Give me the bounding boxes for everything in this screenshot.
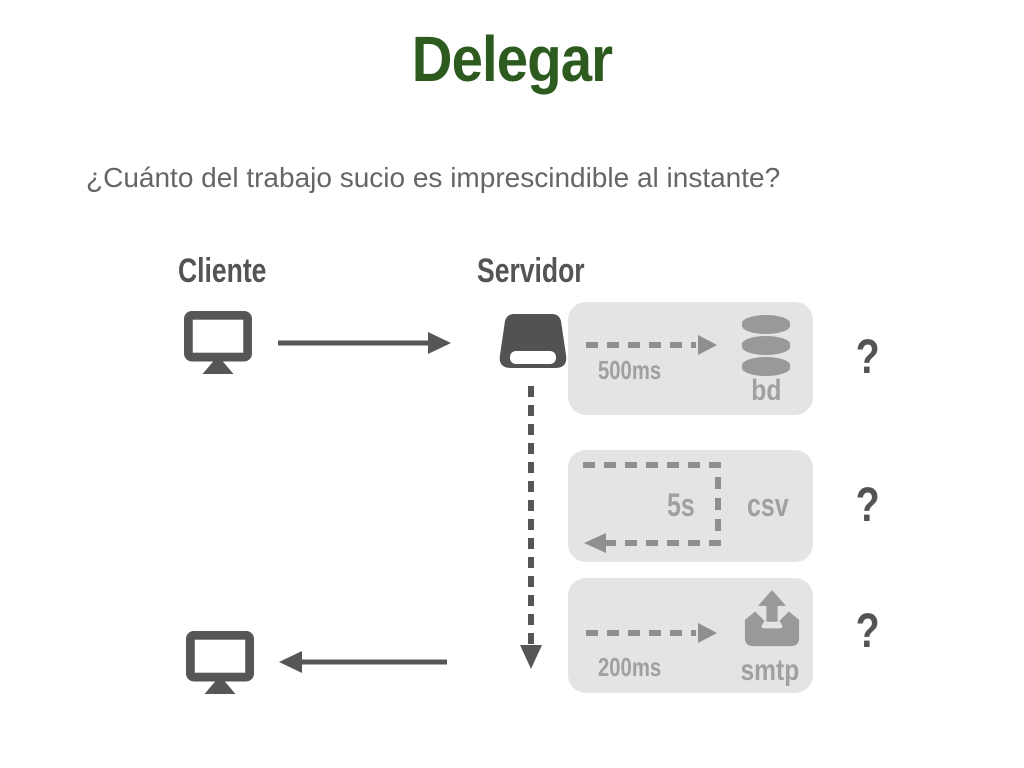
server-response-dashed-arrow [520, 386, 542, 669]
client-monitor-icon [186, 630, 254, 695]
dashed-right-arrow-icon [586, 335, 717, 355]
database-icon [742, 315, 790, 376]
task-time-label: 500ms [598, 355, 662, 385]
task-box-database: 500ms bd [568, 302, 813, 415]
task-time-label: 200ms [598, 652, 662, 682]
task-box-smtp: 200ms smtp [568, 578, 813, 693]
dashed-right-arrow-icon [586, 623, 717, 643]
client-column-label: Cliente [178, 252, 291, 291]
slide-title: Delegar [411, 23, 613, 95]
server-column-label: Servidor [477, 252, 615, 291]
client-monitor-icon [184, 310, 252, 375]
task-target-label: csv [747, 487, 789, 523]
outbox-icon [744, 590, 800, 647]
task-time-label: 5s [667, 487, 696, 523]
slide-subtitle: ¿Cuánto del trabajo sucio es imprescindi… [86, 162, 781, 193]
server-label-text: Servidor [477, 252, 585, 290]
server-disk-icon [499, 314, 567, 368]
task-box-csv: 5s csv [568, 450, 813, 562]
task-target-label: bd [750, 374, 782, 407]
client-label-text: Cliente [178, 252, 267, 290]
client-to-server-arrow [278, 332, 451, 354]
question-mark: ? [855, 331, 881, 384]
dashed-roundtrip-arrow-icon [583, 462, 721, 553]
task-target-label: smtp [740, 654, 800, 687]
question-mark: ? [855, 605, 881, 658]
server-to-client-arrow [279, 651, 447, 673]
question-mark: ? [855, 479, 881, 532]
